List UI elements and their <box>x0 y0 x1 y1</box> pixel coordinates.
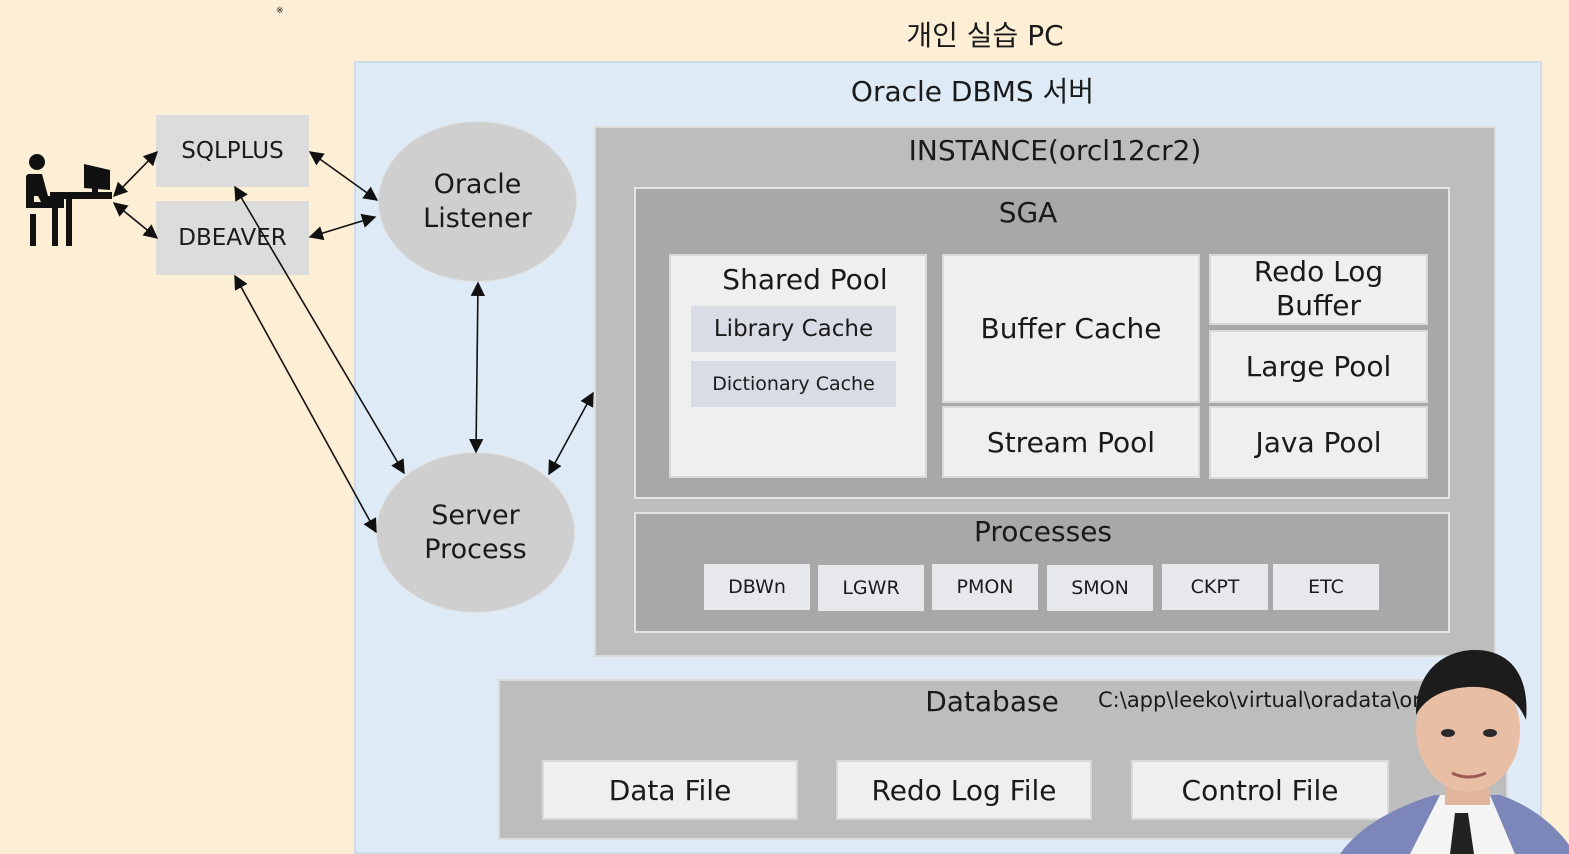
data-file-box: Data File <box>542 760 798 820</box>
control-file-box: Control File <box>1131 760 1389 820</box>
process-lgwr: LGWR <box>818 565 924 611</box>
sga-title: SGA <box>998 196 1058 229</box>
buffer-cache-label: Buffer Cache <box>980 312 1162 345</box>
redo-log-buffer-line2: Buffer <box>1276 289 1361 322</box>
stream-pool-box: Stream Pool <box>942 406 1200 478</box>
processes-title: Processes <box>973 515 1113 548</box>
java-pool-label: Java Pool <box>1255 426 1382 459</box>
arrow-user-sqlplus <box>112 150 159 198</box>
shared-pool-label: Shared Pool <box>722 263 888 296</box>
oracle-listener-line2: Listener <box>423 202 532 234</box>
arrow-user-dbeaver <box>112 202 159 239</box>
large-pool-label: Large Pool <box>1245 350 1392 383</box>
pc-title: 개인 실습 PC <box>906 19 1064 52</box>
database-path: C:\app\leeko\virtual\oradata\orcl <box>1098 688 1438 712</box>
server-process-ellipse: Server Process <box>376 452 575 613</box>
oracle-listener-ellipse: Oracle Listener <box>378 121 577 282</box>
redo-log-file-box: Redo Log File <box>836 760 1092 820</box>
presenter-video-overlay <box>1340 650 1569 854</box>
large-pool-box: Large Pool <box>1209 330 1428 403</box>
arrow-server-instance <box>548 391 594 476</box>
process-ckpt: CKPT <box>1162 564 1268 610</box>
buffer-cache-box: Buffer Cache <box>942 254 1200 403</box>
sqlplus-box: SQLPLUS <box>156 115 309 187</box>
redo-log-file-label: Redo Log File <box>871 773 1057 807</box>
server-process-line2: Process <box>424 533 527 565</box>
library-cache-box: Library Cache <box>691 306 896 352</box>
dbms-title: Oracle DBMS 서버 <box>850 75 1095 108</box>
redo-log-buffer-line1: Redo Log <box>1253 255 1384 288</box>
library-cache-label: Library Cache <box>713 316 874 342</box>
user-at-computer-icon <box>26 154 112 246</box>
process-smon: SMON <box>1047 565 1153 611</box>
arrow-sqlplus-listener <box>308 151 379 201</box>
dictionary-cache-box: Dictionary Cache <box>691 361 896 407</box>
control-file-label: Control File <box>1181 773 1339 807</box>
arrow-dbeaver-server <box>234 274 377 534</box>
java-pool-box: Java Pool <box>1209 406 1428 479</box>
server-process-line1: Server <box>431 499 520 531</box>
process-pmon: PMON <box>932 564 1038 610</box>
redo-log-buffer-box <box>1209 254 1428 325</box>
data-file-label: Data File <box>608 773 732 807</box>
dictionary-cache-label: Dictionary Cache <box>712 373 875 395</box>
arrow-listener-server <box>468 281 486 454</box>
small-mark: ※ <box>276 6 284 16</box>
sqlplus-label: SQLPLUS <box>181 138 284 164</box>
oracle-listener-line1: Oracle <box>433 168 522 200</box>
arrow-dbeaver-listener <box>308 213 377 241</box>
instance-title: INSTANCE(orcl12cr2) <box>908 134 1202 167</box>
stream-pool-label: Stream Pool <box>986 425 1156 459</box>
database-title: Database <box>925 685 1059 718</box>
process-dbwn: DBWn <box>704 564 810 610</box>
process-etc: ETC <box>1273 564 1379 610</box>
